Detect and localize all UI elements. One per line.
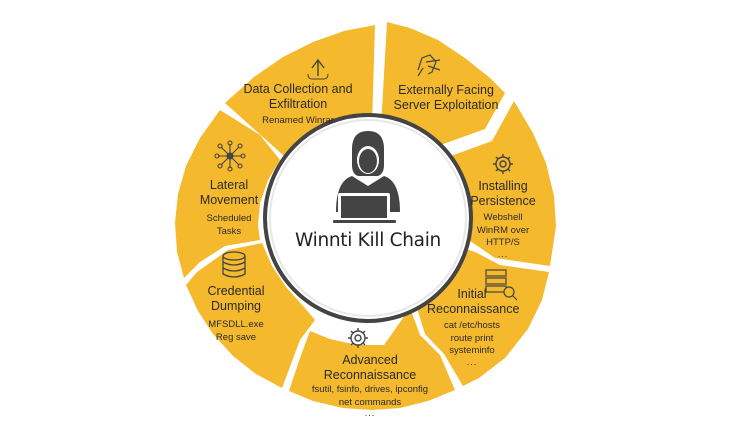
network-icon bbox=[214, 140, 246, 172]
segment-label-externally-facing: Externally Facing Server Exploitation bbox=[390, 83, 502, 113]
segment-detail: Renamed Winrar bbox=[262, 115, 334, 126]
segment-detail: Scheduled Tasks bbox=[206, 213, 252, 237]
segment-label-installing-persistence: Installing Persistence Webshell WinRM ov… bbox=[459, 179, 547, 258]
segment-externally-facing bbox=[381, 22, 505, 148]
segment-title: Initial Reconnaissance bbox=[427, 287, 520, 316]
database-icon bbox=[222, 251, 246, 278]
segment-detail: route print bbox=[450, 332, 494, 344]
segment-label-initial-recon: Initial Reconnaissance cat /etc/hosts ro… bbox=[427, 287, 520, 367]
hacker-icon bbox=[333, 131, 400, 223]
segment-title: Externally Facing Server Exploitation bbox=[393, 83, 499, 112]
server-search-icon bbox=[485, 269, 518, 301]
segment-credential-dumping bbox=[186, 243, 315, 388]
segment-detail: cat /etc/hosts bbox=[444, 320, 500, 331]
segment-title: Data Collection and Exfiltration bbox=[243, 82, 353, 111]
segment-detail: MFSDLL.exe bbox=[208, 319, 264, 330]
segment-detail: Reg save bbox=[215, 331, 257, 343]
gear-recon-icon bbox=[348, 328, 368, 348]
ellipsis: ... bbox=[497, 248, 509, 259]
segment-label-credential-dumping: Credential Dumping MFSDLL.exe Reg save bbox=[200, 284, 272, 344]
ellipsis: ... bbox=[364, 408, 376, 418]
segment-detail: systeminfo bbox=[449, 345, 495, 356]
segment-lateral-movement bbox=[175, 110, 280, 278]
segment-title: Installing Persistence bbox=[470, 179, 536, 208]
segment-title: Advanced Reconnaissance bbox=[323, 353, 417, 382]
exploit-icon bbox=[417, 54, 441, 77]
segment-detail: WinRM over HTTP/S bbox=[476, 224, 530, 249]
segment-detail: fsutil, fsinfo, drives, ipconfig bbox=[311, 384, 429, 395]
segment-label-data-collection: Data Collection and Exfiltration Renamed… bbox=[238, 82, 358, 128]
ellipsis: ... bbox=[466, 356, 478, 367]
segment-label-advanced-recon: Advanced Reconnaissance fsutil, fsinfo, … bbox=[295, 353, 445, 418]
segment-title: Credential Dumping bbox=[207, 284, 265, 313]
center-title: Winnti Kill Chain bbox=[295, 230, 441, 251]
segment-advanced-recon bbox=[289, 308, 455, 410]
segment-detail: net commands bbox=[338, 396, 402, 408]
upload-icon bbox=[307, 58, 329, 80]
segment-detail: Webshell bbox=[483, 212, 523, 223]
segment-title: Lateral Movement bbox=[199, 178, 259, 207]
center-inner-ring bbox=[269, 119, 467, 317]
gear-persistence-icon bbox=[493, 154, 513, 174]
segment-label-lateral-movement: Lateral Movement Scheduled Tasks bbox=[193, 178, 265, 238]
